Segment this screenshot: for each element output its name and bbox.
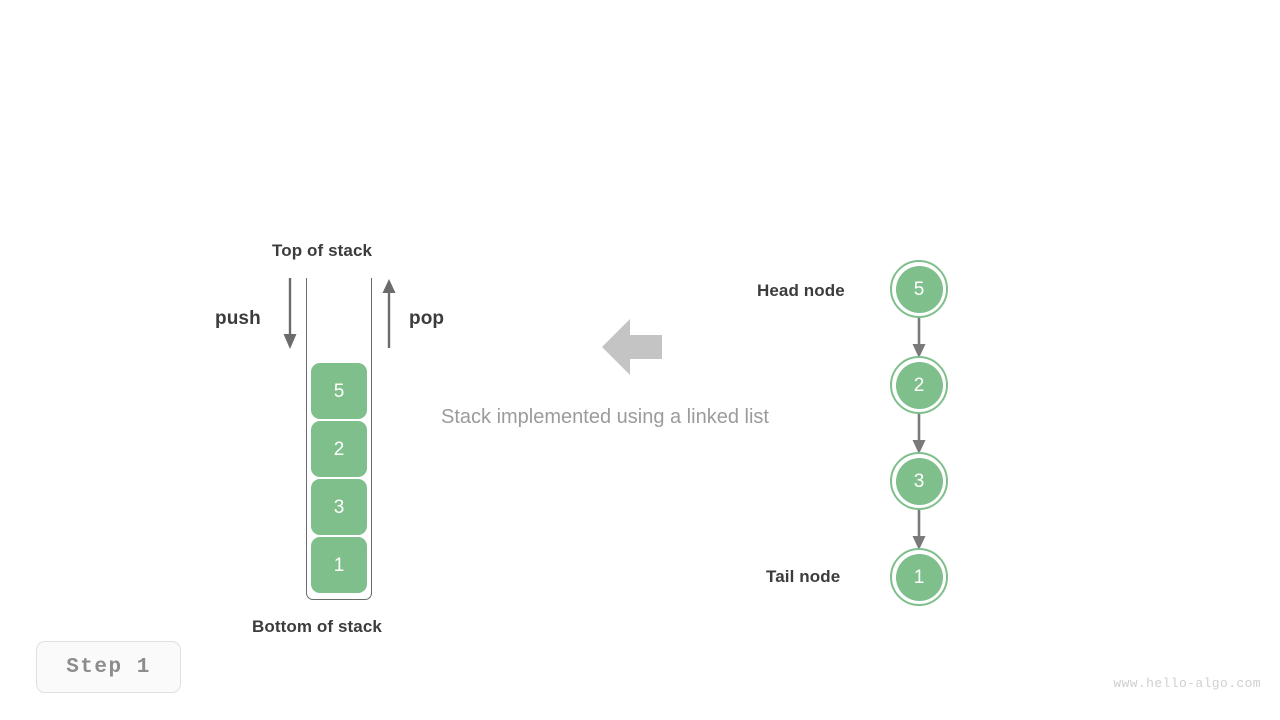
next-pointer-arrow-icon	[912, 412, 926, 454]
next-pointer-arrow-icon	[912, 508, 926, 550]
bottom-of-stack-label: Bottom of stack	[252, 617, 382, 636]
step-badge: Step 1	[36, 641, 181, 693]
pop-label: pop	[409, 308, 445, 329]
linked-list-node-value: 1	[895, 553, 943, 601]
push-arrow-icon	[283, 278, 297, 349]
linked-list-node-value: 5	[895, 265, 943, 313]
pop-arrow-icon	[382, 279, 396, 348]
linked-list-node: 3	[890, 452, 948, 510]
stack-cell: 5	[311, 363, 367, 419]
stack-cell: 3	[311, 479, 367, 535]
push-label: push	[215, 308, 261, 329]
stack-cell: 1	[311, 537, 367, 593]
linked-list-node: 5	[890, 260, 948, 318]
top-of-stack-label: Top of stack	[272, 241, 373, 260]
linked-list-node-value: 2	[895, 361, 943, 409]
stack-cell: 2	[311, 421, 367, 477]
linked-list-node: 1	[890, 548, 948, 606]
linked-list-node: 2	[890, 356, 948, 414]
watermark: www.hello-algo.com	[1113, 676, 1261, 691]
head-node-label: Head node	[757, 281, 845, 300]
stack-cell-list: 5 2 3 1	[311, 363, 367, 593]
left-block-arrow-icon	[602, 319, 662, 375]
tail-node-label: Tail node	[766, 567, 841, 586]
next-pointer-arrow-icon	[912, 316, 926, 358]
diagram-caption: Stack implemented using a linked list	[441, 406, 769, 428]
linked-list-node-value: 3	[895, 457, 943, 505]
